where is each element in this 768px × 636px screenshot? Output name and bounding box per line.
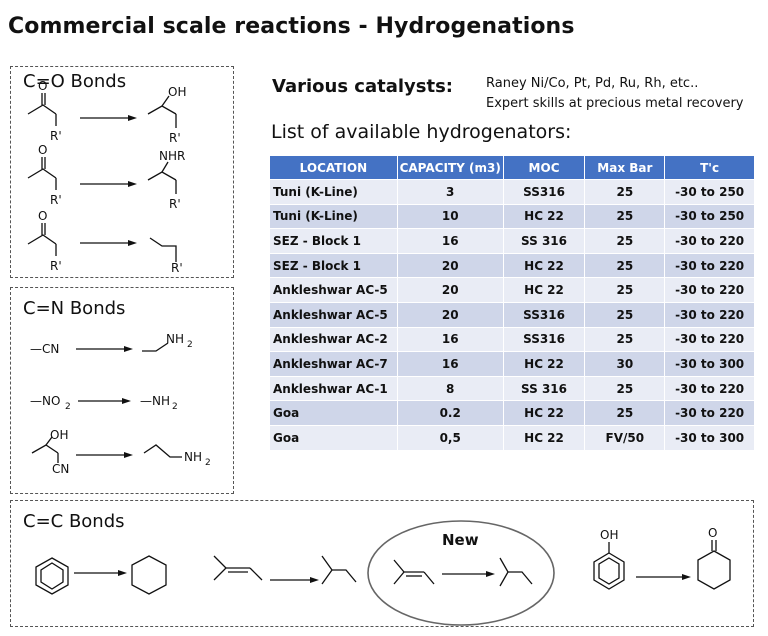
co-bonds-reactions: O R' OH R' O R' NHR R' O R' R' — [27, 79, 186, 275]
cn-label-nh-sub: 2 — [187, 340, 193, 350]
header-max-bar: Max Bar — [584, 155, 666, 180]
cn-bonds-reactions: —CN NH 2 —NO 2 —NH 2 OH CN NH 2 — [30, 332, 211, 476]
cn-label-nh-c: NH — [184, 450, 202, 464]
header-temp: T'c — [664, 155, 755, 180]
catalysts-details: Raney Ni/Co, Pt, Pd, Ru, Rh, etc.. Exper… — [486, 74, 744, 114]
cc-label-oh: OH — [600, 528, 618, 542]
co-label-7: NHR — [159, 149, 185, 163]
co-label-9: O — [38, 209, 47, 223]
cn-label-nh-b-sub: 2 — [172, 402, 178, 412]
cc-bonds-title: C=C Bonds — [23, 511, 125, 532]
cn-label-nh-b: —NH — [140, 394, 170, 408]
hydrogenators-heading: List of available hydrogenators: — [271, 121, 572, 143]
cn-label-nh: NH — [166, 332, 184, 346]
catalysts-label: Various catalysts: — [272, 76, 454, 97]
co-label-8: R' — [169, 197, 181, 211]
co-label-5: O — [38, 143, 47, 157]
co-label-4: R' — [169, 131, 181, 145]
co-bonds-title: C=O Bonds — [23, 71, 127, 92]
catalysts-line-2: Expert skills at precious metal recovery — [486, 96, 744, 111]
cn-label-oh: OH — [50, 428, 68, 442]
co-label-10: R' — [50, 259, 62, 273]
cc-label-o: O — [708, 526, 717, 540]
header-capacity: CAPACITY (m3) — [396, 155, 504, 180]
table-header-row: LOCATION CAPACITY (m3) MOC Max Bar T'c — [269, 155, 755, 180]
co-label-11: R' — [171, 261, 183, 275]
cn-label-cn: —CN — [30, 342, 59, 356]
page-title: Commercial scale reactions - Hydrogenati… — [8, 14, 575, 39]
header-moc: MOC — [502, 155, 586, 180]
co-label-3: OH — [168, 85, 186, 99]
cc-bonds-reactions: New OH O — [35, 520, 731, 626]
co-label-1: O — [38, 79, 47, 93]
cn-label-nh-c-sub: 2 — [205, 458, 211, 468]
co-bonds-panel: C=O Bonds — [10, 66, 234, 278]
cn-label-no-sub: 2 — [65, 402, 71, 412]
co-label-6: R' — [50, 193, 62, 207]
co-label-2: R' — [50, 129, 62, 143]
cn-bonds-title: C=N Bonds — [23, 298, 126, 319]
header-location: LOCATION — [269, 155, 398, 180]
hydrogenators-table: LOCATION CAPACITY (m3) MOC Max Bar T'c T… — [269, 155, 755, 451]
cc-bonds-panel: C=C Bonds — [10, 500, 754, 627]
cn-bonds-panel: C=N Bonds — [10, 287, 234, 494]
catalysts-line-1: Raney Ni/Co, Pt, Pd, Ru, Rh, etc.. — [486, 76, 699, 91]
cn-label-no: —NO — [30, 394, 60, 408]
new-label: New — [442, 531, 479, 549]
cn-label-cn-2: CN — [52, 462, 69, 476]
